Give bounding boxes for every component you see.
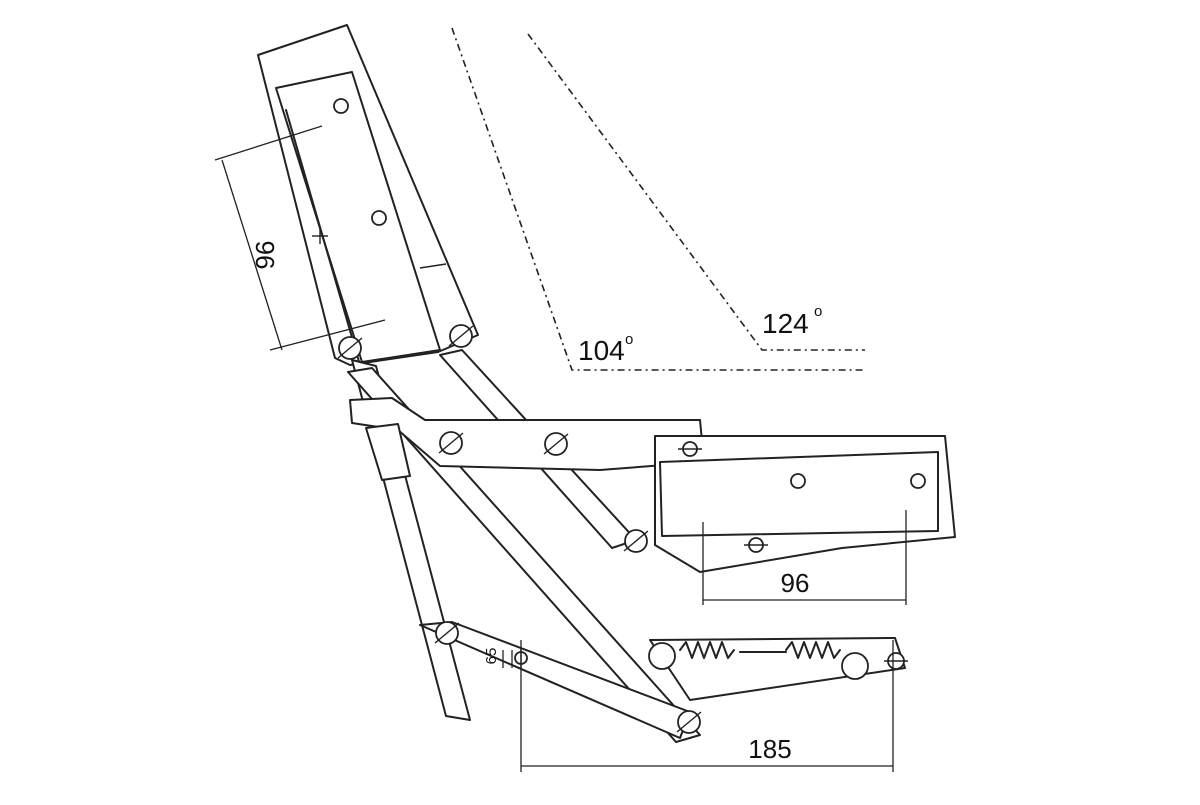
back-dim-ext-top (214, 125, 323, 161)
angle-label-outer: 124 (762, 308, 809, 339)
angle-label-inner: 104 (578, 335, 625, 366)
pivot-pin (623, 529, 649, 553)
back-bracket (257, 24, 479, 366)
angle-124-line (527, 33, 865, 351)
back-bracket-tick (419, 263, 447, 269)
pivot-pin (543, 432, 569, 456)
spring-left (679, 641, 735, 659)
base-dimension-label: 185 (748, 734, 791, 764)
angle-104-line (451, 27, 865, 371)
pivot-pin (884, 652, 908, 670)
back-dimension-label: 96 (250, 241, 280, 270)
back-dim-ext-bottom (269, 319, 386, 351)
pivot-pin (434, 621, 460, 645)
pivot-pin (337, 336, 363, 360)
main-lever (349, 397, 705, 481)
pivot-pin (448, 324, 474, 348)
seat-hole-middle (790, 473, 806, 489)
seat-hole-right (910, 473, 926, 489)
seat-dimension: 96 (702, 510, 907, 605)
lever-stop-block (365, 423, 411, 481)
angle-reference-lines (451, 27, 865, 371)
springs (648, 641, 869, 680)
angle-degree-inner: o (625, 331, 633, 348)
pivot-pin (676, 710, 702, 734)
base-dimension: 185 65 (483, 640, 894, 772)
seat-dimension-label: 96 (781, 568, 810, 598)
pivot-pin (438, 431, 464, 455)
angle-degree-outer: o (814, 303, 822, 320)
back-dimension: 96 (214, 125, 386, 351)
back-hole-middle (371, 210, 387, 226)
spring-pin-right (841, 652, 869, 680)
pivot-pin (678, 441, 702, 457)
pivot-pins (337, 324, 908, 734)
seat-bracket-plate (659, 451, 939, 537)
back-bracket-edge (285, 109, 361, 366)
spring-pin-left (648, 642, 676, 670)
back-hole-top (333, 98, 349, 114)
back-dim-line (221, 159, 283, 351)
offset-dimension-label: 65 (483, 648, 500, 665)
seat-bracket (654, 435, 956, 573)
angle-labels: 104 o 124 o (578, 303, 822, 366)
spring-right (785, 641, 841, 659)
